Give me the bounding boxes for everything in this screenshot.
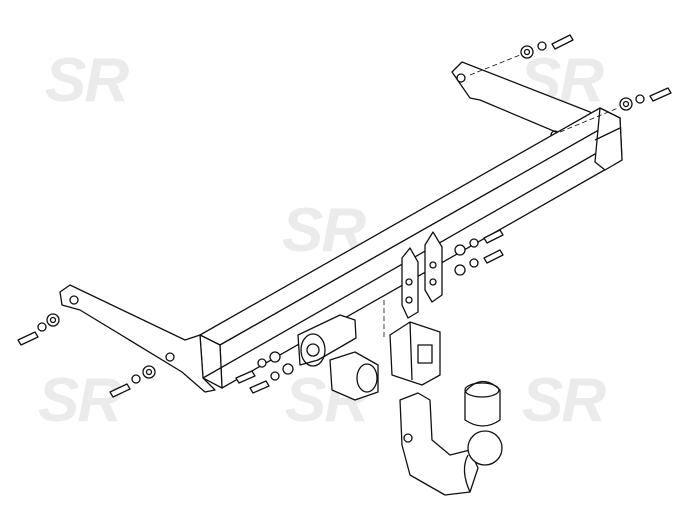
bolt-set-top-right — [469, 34, 672, 133]
ball-cover — [464, 380, 501, 427]
watermark: SR — [38, 366, 122, 435]
bolt-set-left — [17, 313, 156, 398]
socket-bracket — [297, 314, 357, 367]
watermark: SR — [522, 366, 606, 435]
detachable-housing — [389, 321, 441, 386]
bolt-set-center-right — [454, 229, 504, 276]
bolt-set-center-left — [235, 351, 294, 394]
ball-neck — [399, 392, 503, 496]
left-bracket-plate — [59, 284, 216, 393]
watermark: SR — [45, 46, 129, 115]
fasteners — [17, 34, 672, 398]
electric-socket — [329, 351, 379, 401]
hitch-mount-plates — [383, 231, 443, 340]
cross-beam — [199, 107, 623, 389]
